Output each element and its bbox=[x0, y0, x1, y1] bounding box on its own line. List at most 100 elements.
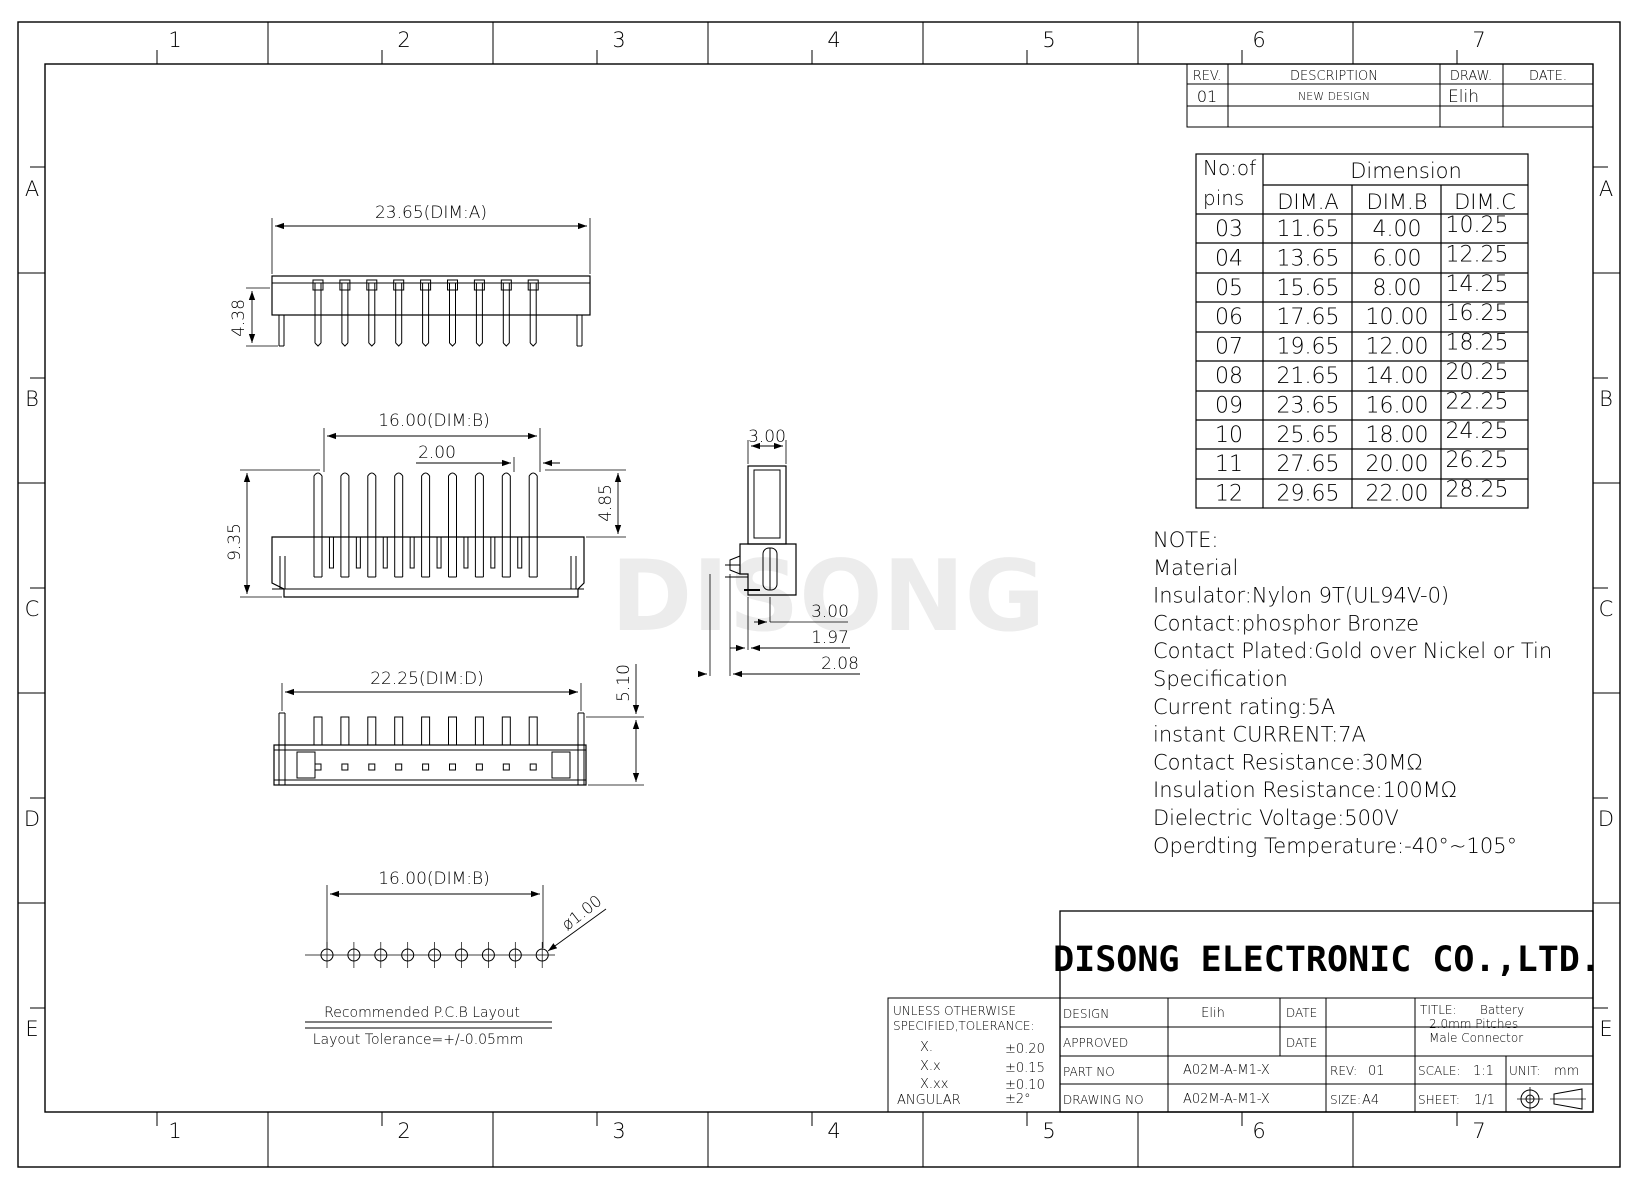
bottom-pad bbox=[502, 763, 510, 771]
dim-col-header: DIM.B bbox=[1367, 190, 1428, 214]
dim-side-d3: 2.08 bbox=[821, 654, 859, 674]
dim-cell-value: 18.00 bbox=[1366, 423, 1429, 448]
zone-row-left: A bbox=[25, 177, 39, 201]
zone-col-top: 1 bbox=[168, 28, 181, 52]
note-line: Dielectric Voltage:500V bbox=[1153, 806, 1399, 830]
dim-col-header: DIM.A bbox=[1277, 190, 1339, 214]
dim-cell-value: 16.25 bbox=[1446, 301, 1509, 326]
dim-cell-pins: 07 bbox=[1215, 335, 1243, 360]
unit-value: mm bbox=[1554, 1064, 1579, 1079]
top-pin-cavity bbox=[312, 279, 324, 291]
note-line: Contact:phosphor Bronze bbox=[1153, 611, 1419, 635]
dim-cell-pins: 08 bbox=[1215, 364, 1243, 389]
revision-table: REV. DESCRIPTION DRAW. DATE. 01 NEW DESI… bbox=[1186, 63, 1594, 128]
front-slot bbox=[328, 537, 334, 569]
approved-date-label: DATE bbox=[1286, 1036, 1317, 1050]
bottom-pad bbox=[529, 763, 537, 771]
note-line: Specification bbox=[1153, 667, 1288, 691]
rev-header-date: DATE. bbox=[1529, 69, 1567, 84]
front-pin bbox=[528, 472, 538, 577]
side-view bbox=[698, 440, 860, 678]
zone-row-left: C bbox=[25, 597, 40, 621]
front-view bbox=[240, 428, 626, 598]
front-pin bbox=[501, 472, 511, 577]
note-line: Current rating:5A bbox=[1153, 695, 1335, 719]
zone-col-top: 3 bbox=[612, 28, 625, 52]
dim-cell-value: 11.65 bbox=[1277, 217, 1340, 242]
zone-col-bottom: 4 bbox=[827, 1119, 840, 1143]
bottom-pin bbox=[474, 716, 484, 746]
tolerance-value: ±0.10 bbox=[1005, 1078, 1045, 1093]
dim-bottom-height: 5.10 bbox=[614, 664, 634, 702]
zone-col-bottom: 6 bbox=[1252, 1119, 1265, 1143]
rev-row-draw: Elih bbox=[1448, 87, 1479, 107]
title-line: Male Connector bbox=[1429, 1031, 1523, 1045]
drawing-no-value: A02M-A-M1-X bbox=[1183, 1092, 1270, 1107]
bottom-view bbox=[273, 664, 644, 786]
title-block-text: DISONG ELECTRONIC CO.,LTD. UNLESS OTHERW… bbox=[893, 940, 1601, 1108]
dim-cell-value: 20.00 bbox=[1366, 452, 1429, 477]
dim-header-pins: pins bbox=[1203, 186, 1244, 210]
zone-col-top: 6 bbox=[1252, 28, 1265, 52]
dim-cell-value: 10.00 bbox=[1366, 305, 1429, 330]
pcb-tolerance: Layout Tolerance=+/-0.05mm bbox=[313, 1032, 523, 1048]
dim-cell-pins: 03 bbox=[1215, 217, 1243, 242]
top-pin-tip bbox=[529, 342, 537, 347]
front-pin bbox=[340, 472, 350, 577]
top-pin-tip bbox=[341, 342, 349, 347]
front-slot bbox=[517, 537, 523, 569]
rev-header-description: DESCRIPTION bbox=[1290, 69, 1378, 84]
zone-row-left: B bbox=[25, 387, 39, 411]
dim-cell-value: 20.25 bbox=[1446, 360, 1509, 385]
front-slot bbox=[355, 537, 361, 569]
dim-hole-dia: ø1.00 bbox=[558, 891, 605, 934]
approved-label: APPROVED bbox=[1063, 1036, 1128, 1050]
zone-col-bottom: 3 bbox=[612, 1119, 625, 1143]
note-line: Contact Resistance:30MΩ bbox=[1153, 750, 1423, 774]
dim-col-header: DIM.C bbox=[1454, 190, 1516, 214]
title-label: TITLE: bbox=[1420, 1003, 1457, 1017]
front-slot bbox=[490, 537, 496, 569]
note-line: Insulator:Nylon 9T(UL94V-0) bbox=[1153, 584, 1449, 608]
dim-cell-value: 24.25 bbox=[1446, 419, 1509, 444]
dim-cell-value: 22.00 bbox=[1366, 482, 1429, 507]
note-line: Insulation Resistance:100MΩ bbox=[1153, 778, 1457, 802]
dim-side-d2: 1.97 bbox=[811, 628, 849, 648]
top-pin-tip bbox=[314, 342, 322, 347]
dim-cell-value: 23.65 bbox=[1277, 393, 1340, 418]
zone-row-left: E bbox=[25, 1017, 38, 1041]
front-pin bbox=[394, 472, 404, 577]
rev-header-draw: DRAW. bbox=[1450, 69, 1492, 84]
zone-row-right: C bbox=[1599, 597, 1614, 621]
rev-label: REV: bbox=[1330, 1064, 1357, 1078]
bottom-pad bbox=[449, 763, 456, 771]
front-slot bbox=[409, 537, 415, 569]
design-label: DESIGN bbox=[1063, 1007, 1109, 1021]
dim-cell-value: 27.65 bbox=[1277, 452, 1340, 477]
bottom-pad bbox=[314, 763, 322, 771]
size-value: A4 bbox=[1362, 1093, 1379, 1108]
zone-row-right: E bbox=[1599, 1017, 1612, 1041]
bottom-pin bbox=[394, 716, 404, 746]
top-pin-cavity bbox=[500, 279, 512, 291]
rev-row-description: NEW DESIGN bbox=[1298, 90, 1370, 103]
dim-cell-value: 6.00 bbox=[1373, 246, 1422, 271]
note-line: Operdting Temperature:-40°~105° bbox=[1153, 834, 1517, 858]
top-pin-tip bbox=[502, 342, 510, 347]
note-line: Material bbox=[1153, 556, 1238, 580]
dim-cell-pins: 05 bbox=[1215, 276, 1243, 301]
dim-cell-pins: 12 bbox=[1215, 482, 1243, 507]
dim-cell-value: 15.65 bbox=[1277, 276, 1340, 301]
top-pin-cavity bbox=[420, 279, 432, 291]
dim-cell-value: 12.00 bbox=[1366, 335, 1429, 360]
dim-cell-value: 4.00 bbox=[1373, 217, 1422, 242]
dim-top-width: 23.65(DIM:A) bbox=[375, 203, 487, 223]
dim-cell-value: 13.65 bbox=[1277, 246, 1340, 271]
dim-cell-value: 10.25 bbox=[1446, 213, 1509, 238]
tolerance-label: X.xx bbox=[920, 1077, 948, 1092]
top-view bbox=[246, 218, 591, 347]
sheet-label: SHEET: bbox=[1418, 1093, 1460, 1107]
top-pin-cavity bbox=[393, 279, 405, 291]
sheet-value: 1/1 bbox=[1474, 1093, 1495, 1108]
